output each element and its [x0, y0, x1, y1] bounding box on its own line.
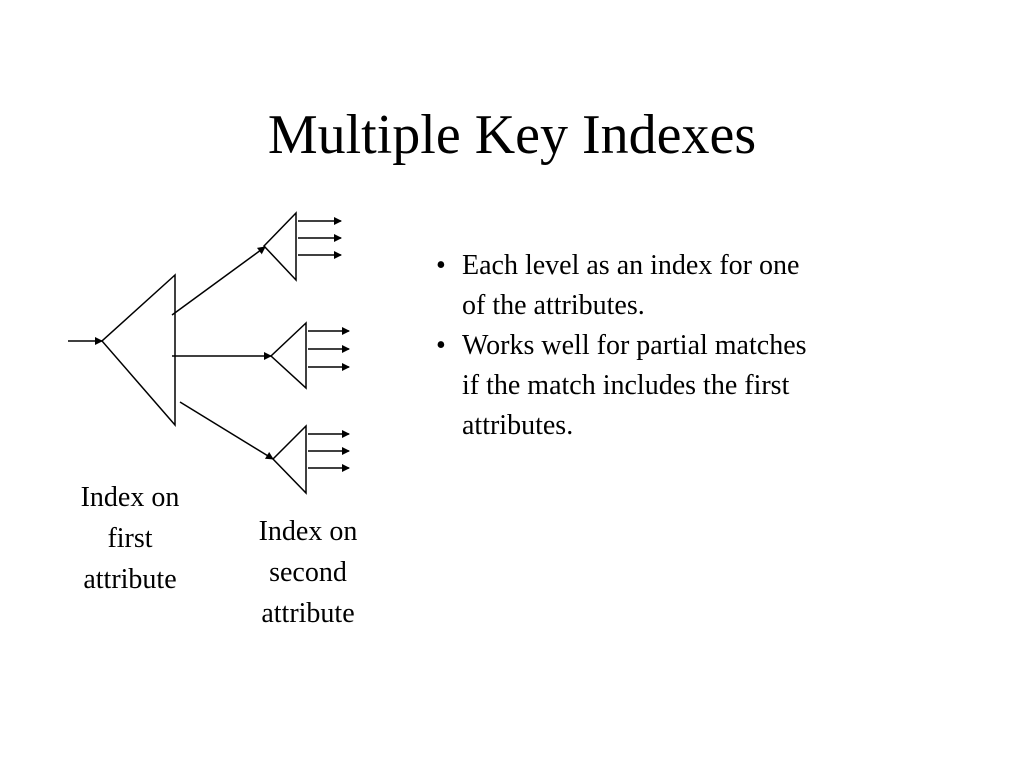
- bullet-item: • Works well for partial matches if the …: [436, 326, 916, 446]
- bullet-marker: •: [436, 250, 446, 281]
- pointer-to-upper-index: [171, 246, 266, 316]
- bullet-list: • Each level as an index for one of the …: [436, 246, 916, 446]
- second-attribute-index-lower: [271, 424, 350, 495]
- slide-title: Multiple Key Indexes: [267, 104, 757, 166]
- bullet-marker: •: [436, 330, 446, 361]
- second-attribute-index-middle: [269, 321, 350, 390]
- first-attribute-index-triangle: [100, 273, 176, 428]
- second-attribute-caption: Index on second attribute: [258, 516, 358, 629]
- bullet-text: Works well for partial matches if the ma…: [462, 330, 807, 441]
- second-index-triangle-lower: [271, 424, 307, 495]
- first-attribute-caption: Index on first attribute: [80, 482, 180, 595]
- second-attribute-index-upper: [262, 211, 342, 282]
- second-index-triangle-upper: [262, 211, 297, 282]
- bullet-item: • Each level as an index for one of the …: [436, 246, 916, 326]
- bullet-text: Each level as an index for one of the at…: [462, 250, 800, 321]
- pointer-to-lower-index: [179, 401, 274, 460]
- second-index-triangle-middle: [269, 321, 307, 390]
